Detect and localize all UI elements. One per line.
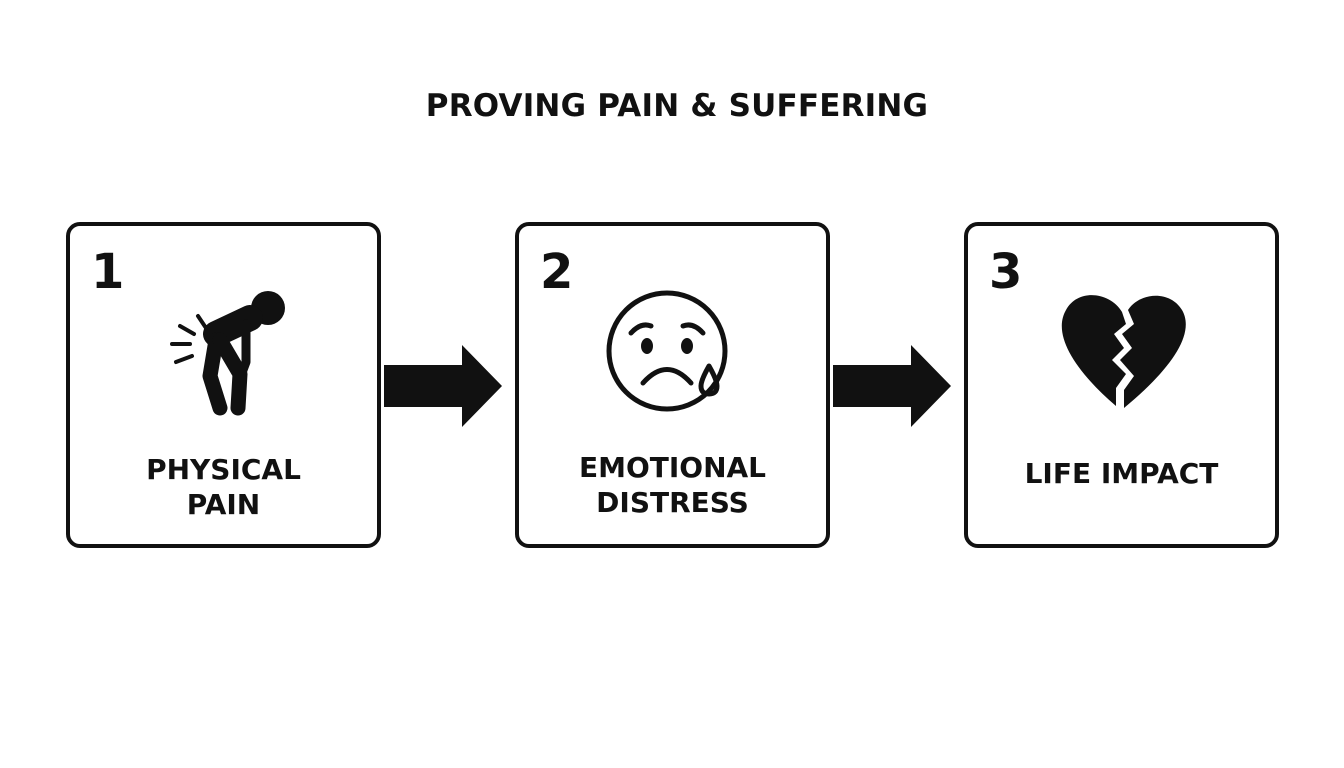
step-number: 2 (540, 244, 574, 300)
step-label: LIFE IMPACT (1024, 457, 1219, 490)
step-card-physical-pain: 1 PHYSICAL PAIN (66, 222, 381, 548)
step-label: PHYSICAL PAIN (146, 453, 301, 521)
step-card-emotional-distress: 2 EMOTIONAL DISTRESS (515, 222, 830, 548)
step-number: 3 (989, 244, 1023, 300)
arrow-right-icon (384, 345, 502, 427)
diagram-title: PROVING PAIN & SUFFERING (425, 88, 929, 124)
back-pain-person-icon (169, 291, 285, 416)
broken-heart-icon (1061, 295, 1186, 408)
arrow-right-icon (833, 345, 951, 427)
step-number: 1 (91, 244, 125, 300)
step-label: EMOTIONAL DISTRESS (578, 451, 767, 519)
step-card-life-impact: 3 LIFE IMPACT (964, 222, 1279, 548)
sad-face-tear-icon (606, 290, 727, 412)
